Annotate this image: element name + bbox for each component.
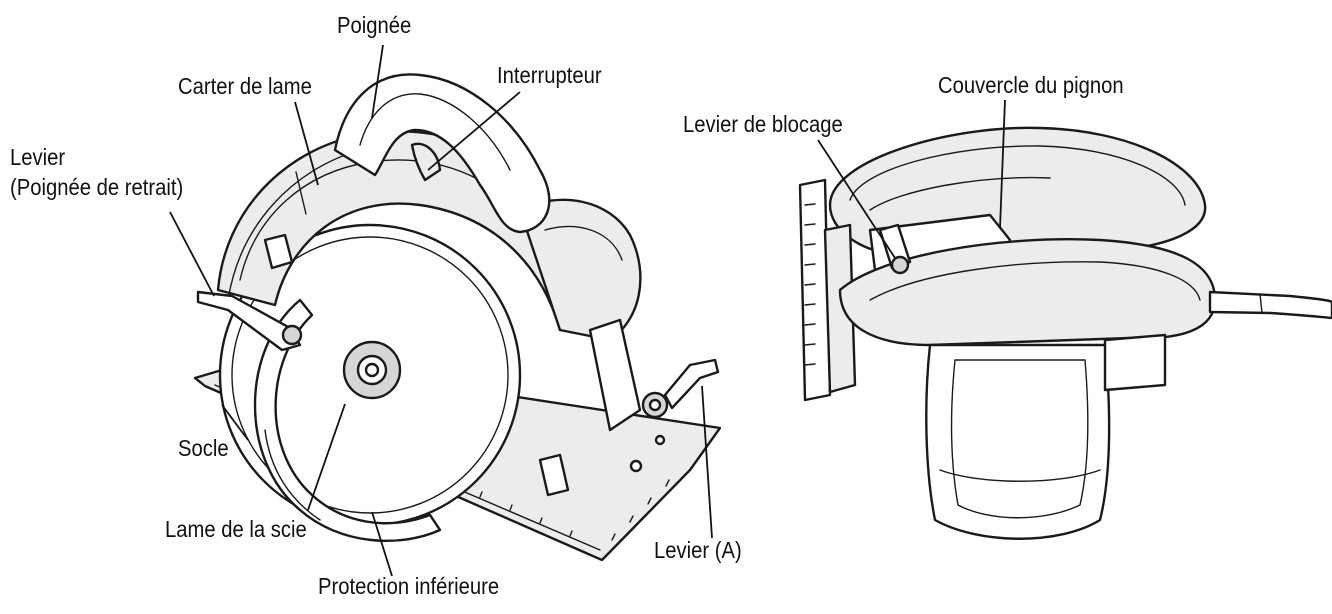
front-bracket [538, 318, 720, 497]
motor-bottom [925, 343, 1111, 540]
label-interrupteur: Interrupteur [497, 62, 602, 88]
label-carter-de-lame: Carter de lame [178, 73, 312, 99]
saw-left-view [193, 73, 722, 562]
label-levier-line2: (Poignée de retrait) [10, 174, 184, 200]
leader-carter [294, 101, 319, 186]
leader-poignee [371, 44, 384, 119]
label-couvercle-du-pignon: Couvercle du pignon [938, 72, 1124, 98]
leader-levier [169, 211, 215, 297]
lower-guard [253, 298, 442, 543]
label-socle: Socle [178, 435, 229, 461]
leader-lines [169, 44, 1006, 577]
leader-socle [221, 404, 249, 441]
gear-cover [838, 213, 1217, 347]
lock-lever [878, 223, 912, 275]
power-cord [1208, 290, 1332, 320]
leader-levier-a [701, 385, 713, 539]
retract-lever [196, 290, 303, 352]
rear-bracket [1103, 333, 1167, 392]
leader-lame [307, 403, 346, 511]
handle [333, 73, 551, 234]
leader-couvercle [999, 99, 1006, 229]
leader-interrupteur [427, 91, 521, 171]
side-ruler [798, 178, 857, 402]
leader-levier-blocage [817, 139, 896, 259]
label-levier-line1: Levier [10, 144, 66, 170]
saw-right-view [798, 126, 1332, 540]
label-poignee: Poignée [337, 12, 412, 38]
label-levier-de-blocage: Levier de blocage [683, 111, 843, 137]
label-protection-inferieure: Protection inférieure [318, 573, 500, 599]
leader-protection [371, 511, 393, 577]
label-lame-de-la-scie: Lame de la scie [165, 516, 307, 542]
saw-blade [218, 223, 522, 527]
label-levier-a: Levier (A) [654, 537, 742, 563]
